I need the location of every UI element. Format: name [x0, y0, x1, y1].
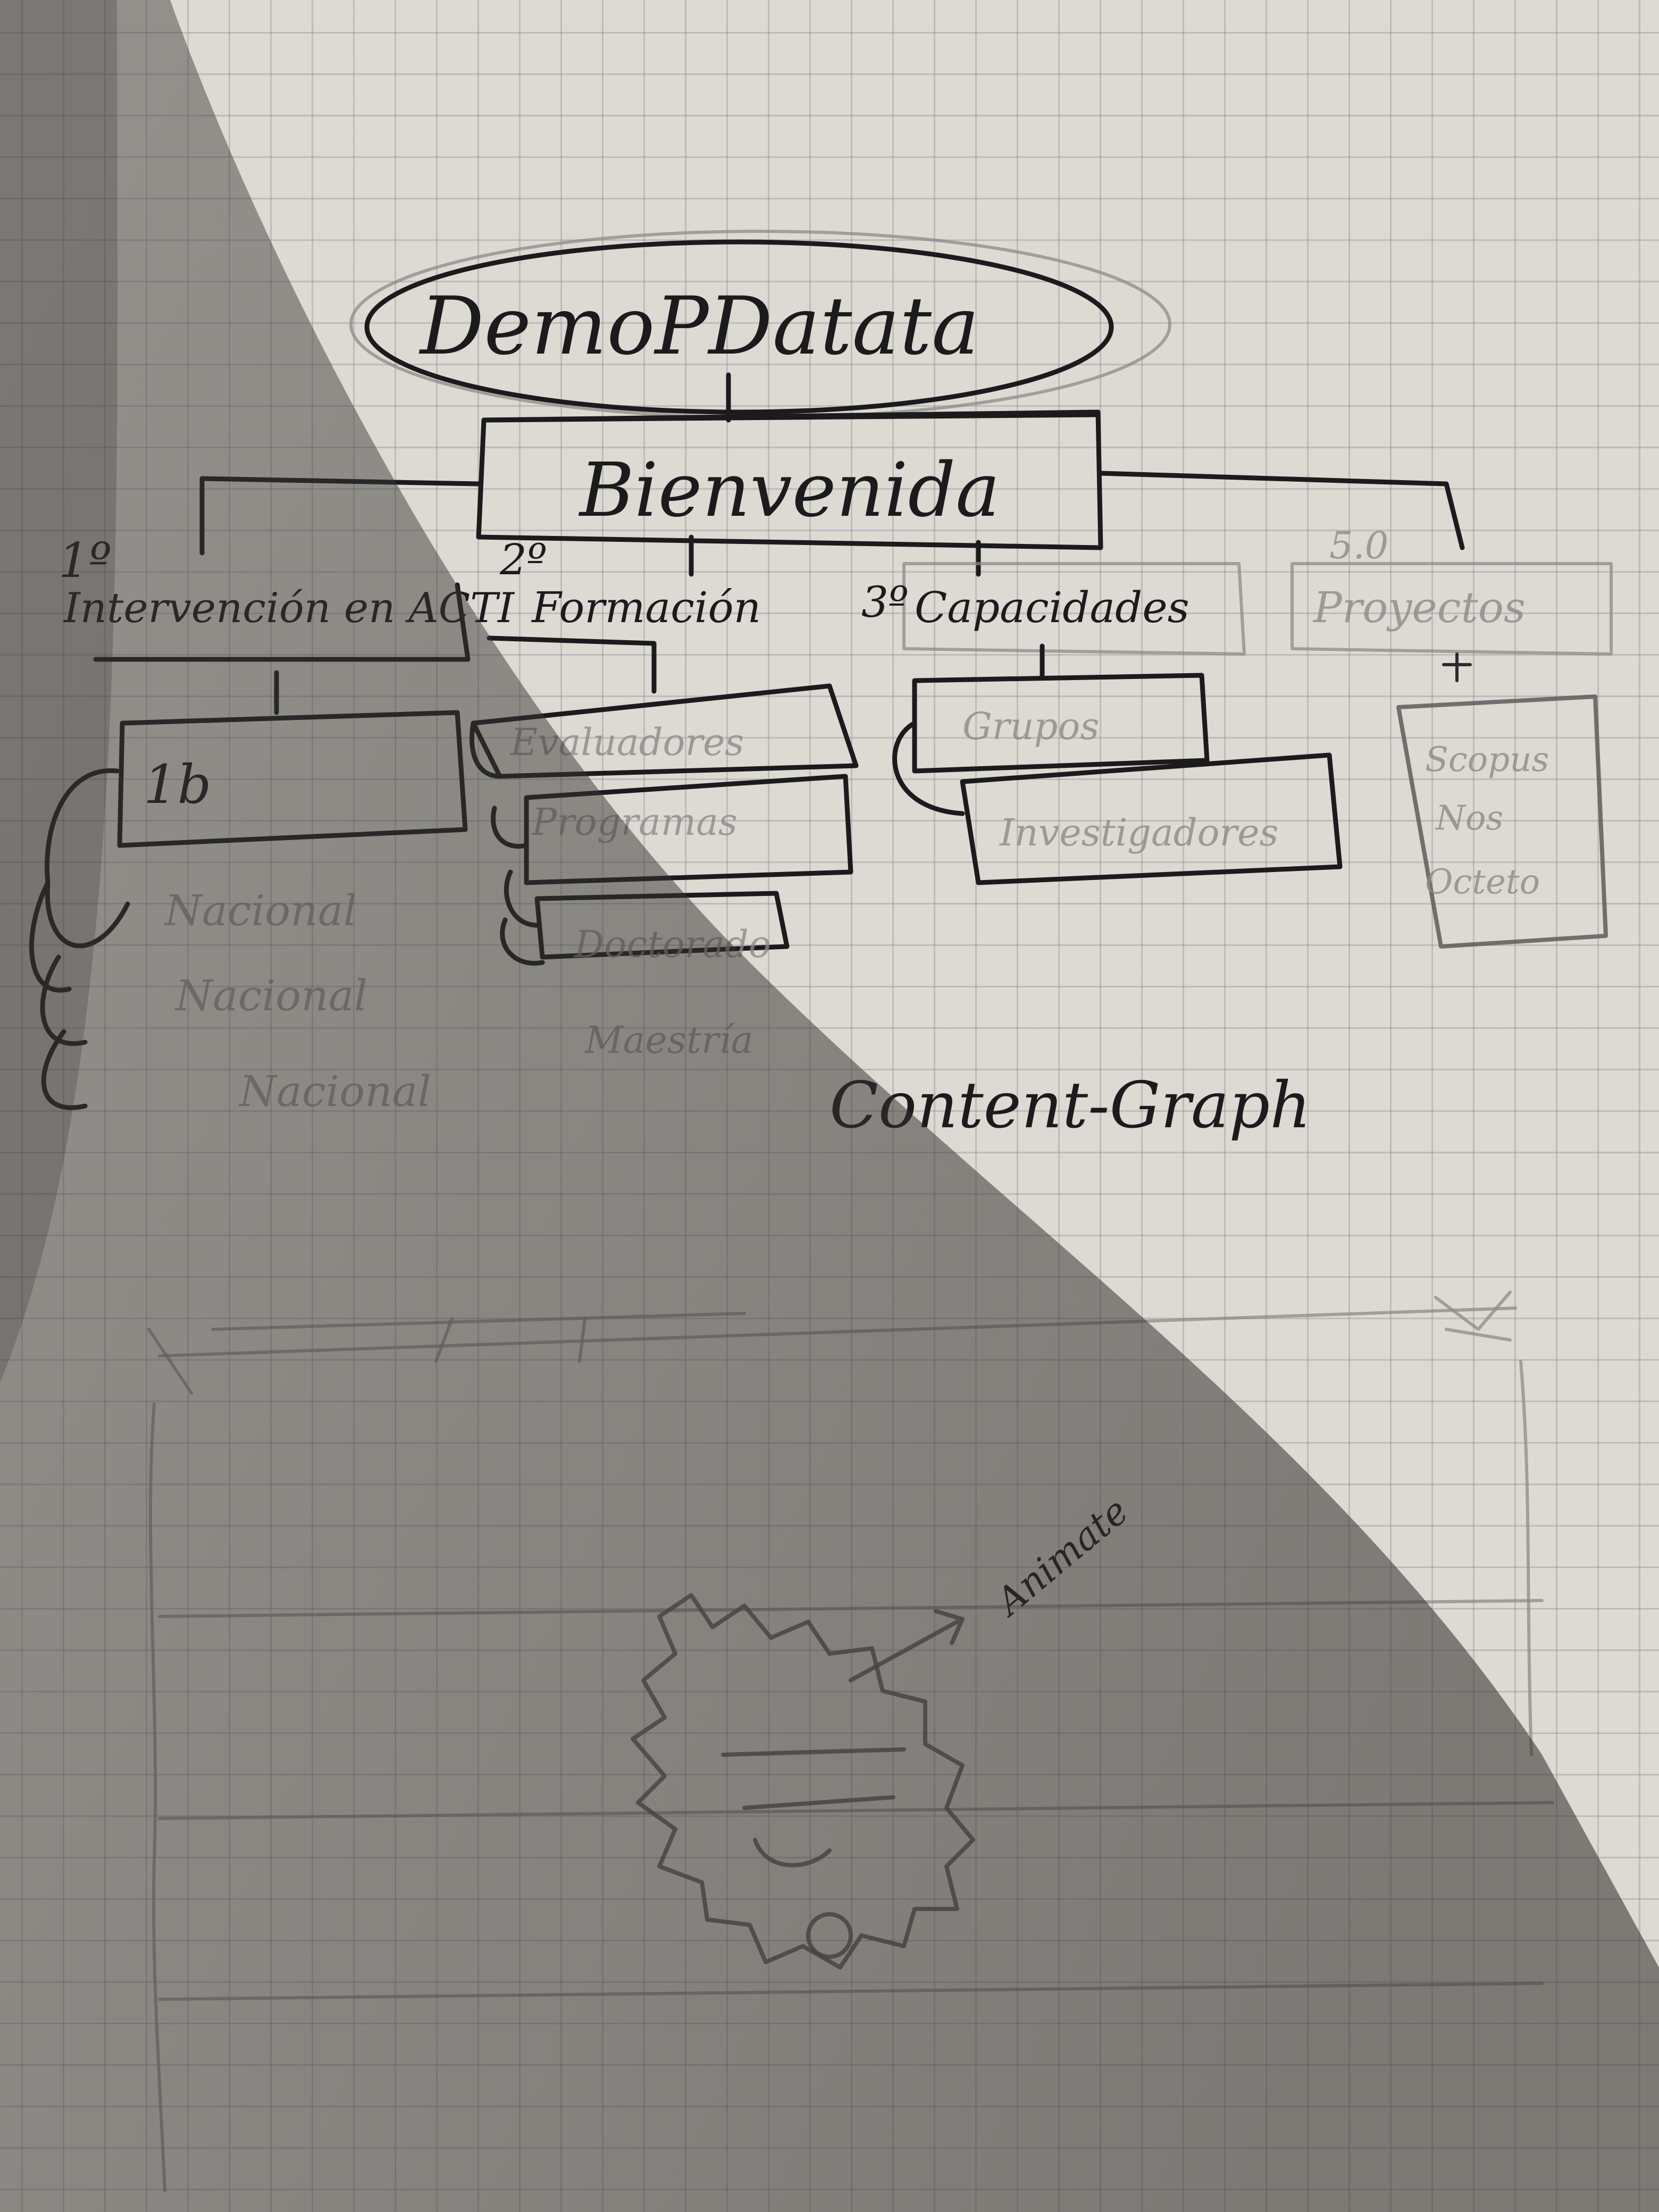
formacion-item-4: Maestría — [584, 1018, 753, 1062]
formacion-item-1: Evaluadores — [509, 720, 744, 764]
formacion-item-2: Programas — [531, 800, 738, 844]
pencil-sketch-lower — [147, 1291, 1554, 2192]
branch-number-2: 2º — [499, 535, 547, 584]
intervencion-sub-label: 1b — [144, 753, 212, 816]
loading-character-sketch — [631, 1593, 975, 1970]
branch-number-1: 1º — [58, 533, 112, 589]
branch-label-3: Capacidades — [915, 583, 1189, 632]
proyectos-item-1: Scopus — [1425, 740, 1549, 780]
intervencion-sub-list: Nacional Nacional Nacional — [164, 886, 431, 1116]
branch-label-2: Formación — [531, 583, 761, 632]
formacion-item-3: Doctorado — [573, 923, 771, 966]
capacidades-item-2: Investigadores — [999, 811, 1278, 854]
proyectos-item-2: Nos — [1435, 799, 1503, 838]
nacional-item-2: Nacional — [174, 971, 367, 1020]
nacional-item-3: Nacional — [238, 1067, 431, 1116]
title-text: DemoPDatata — [418, 280, 979, 373]
caption-text: Content-Graph — [830, 1069, 1311, 1143]
branch-number-4: 5.0 — [1329, 524, 1388, 567]
capacidades-item-1: Grupos — [962, 705, 1099, 748]
nacional-item-1: Nacional — [164, 886, 357, 935]
proyectos-item-3: Octeto — [1425, 862, 1540, 902]
branch-node-formacion — [487, 635, 657, 694]
root-text: Bienvenida — [578, 447, 1000, 534]
branch-label-1: Intervención en ACTI — [63, 584, 515, 632]
branch-label-4: Proyectos — [1312, 583, 1526, 632]
branch-number-3: 3º — [861, 577, 909, 627]
